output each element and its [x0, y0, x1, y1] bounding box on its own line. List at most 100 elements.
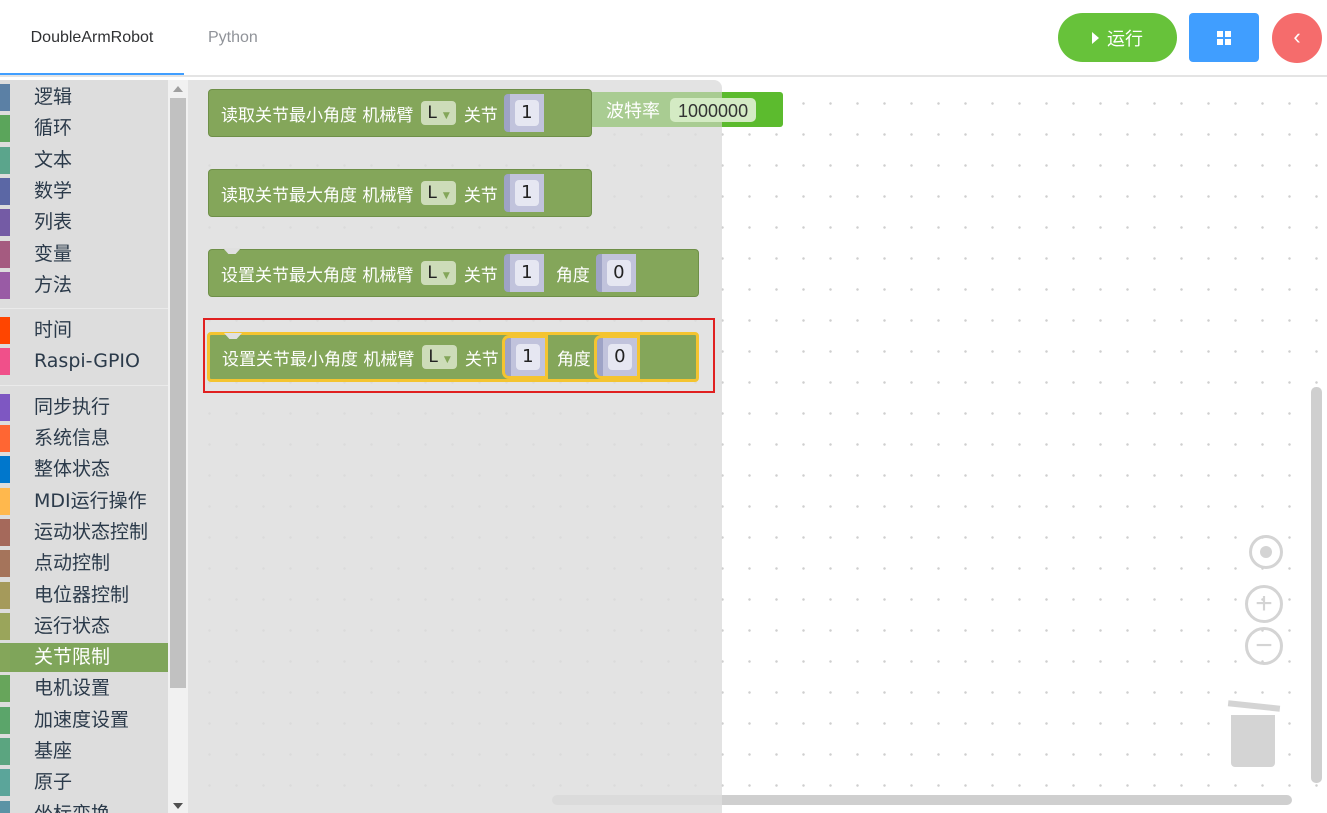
arm-dropdown[interactable]: L▼	[421, 101, 456, 125]
block-title: 设置关节最大角度 机械臂	[221, 265, 414, 286]
category-label: 基座	[34, 740, 73, 762]
category-label: 原子	[34, 771, 73, 794]
chevron-left-icon: ‹	[1293, 24, 1301, 49]
category-item[interactable]: 列表	[0, 208, 168, 237]
angle-label: 角度	[556, 349, 591, 370]
grid-icon	[1217, 30, 1231, 45]
category-item[interactable]: 基座	[0, 737, 168, 766]
recenter-button[interactable]	[1249, 535, 1283, 569]
block-read-joint-max-angle[interactable]: 读取关节最大角度 机械臂 L▼ 关节 1	[208, 169, 592, 217]
run-button[interactable]: 运行	[1058, 13, 1177, 62]
category-item[interactable]: 关节限制	[0, 643, 168, 673]
category-label: 加速度设置	[34, 708, 130, 731]
block-title: 读取关节最小角度 机械臂	[221, 105, 414, 126]
category-color-swatch	[0, 271, 10, 299]
category-color-swatch	[0, 550, 10, 578]
tab-python[interactable]: Python	[208, 29, 258, 46]
toolbox-category-list: 逻辑循环文本数学列表变量方法时间 Raspi-GPIO 同步执行系统信息整体状态 MD…	[0, 80, 168, 813]
category-color-swatch	[0, 425, 10, 452]
category-label: 文本	[34, 148, 73, 171]
category-item[interactable]: 电机设置	[0, 674, 168, 703]
category-item[interactable]: 坐标变换	[0, 800, 168, 813]
block-read-joint-min-angle[interactable]: 读取关节最小角度 机械臂 L▼ 关节 1	[208, 89, 592, 137]
category-color-swatch	[0, 177, 10, 205]
category-item[interactable]: 循环	[0, 114, 168, 143]
block-title: 设置关节最小角度 机械臂	[222, 349, 415, 370]
joint-input[interactable]: 1	[503, 254, 544, 292]
category-label: 同步执行	[34, 395, 111, 418]
toolbox-scrollbar[interactable]	[168, 80, 188, 813]
scroll-down-icon[interactable]	[173, 803, 183, 809]
block-set-joint-max-angle[interactable]: 设置关节最大角度 机械臂 L▼ 关节 1 角度 0	[208, 248, 699, 297]
category-item[interactable]: 运行状态	[0, 612, 168, 641]
play-icon	[1092, 31, 1099, 44]
scroll-up-icon[interactable]	[173, 86, 183, 92]
category-item[interactable]: 运动状态控制	[0, 518, 168, 547]
workspace-vertical-scrollbar[interactable]	[1311, 387, 1322, 783]
category-item[interactable]: 加速度设置	[0, 706, 168, 735]
angle-label: 角度	[555, 265, 590, 286]
arm-dropdown[interactable]: L▼	[422, 345, 457, 369]
baudrate-dropdown[interactable]: 1000000	[670, 97, 757, 122]
category-item[interactable]: 电位器控制	[0, 581, 168, 610]
category-label: 数学	[34, 179, 73, 202]
category-item[interactable]: 系统信息	[0, 424, 168, 453]
category-item[interactable]: 逻辑	[0, 83, 168, 112]
joint-input[interactable]: 1	[503, 94, 544, 132]
block-title: 读取关节最大角度 机械臂	[221, 185, 414, 206]
category-item[interactable]: 原子	[0, 768, 168, 797]
toolbox-scroll-thumb[interactable]	[170, 98, 186, 688]
joint-label: 关节	[463, 105, 498, 126]
category-item[interactable]: MDI运行操作	[0, 487, 168, 516]
category-color-swatch	[0, 675, 10, 703]
angle-input[interactable]: 0	[593, 335, 640, 379]
trash-icon[interactable]	[1227, 700, 1281, 767]
tab-doublearmrobot[interactable]: DoubleArmRobot	[0, 0, 184, 75]
category-label: 方法	[34, 273, 73, 296]
category-label: 时间	[34, 319, 73, 342]
category-item[interactable]: 点动控制	[0, 549, 168, 578]
category-item[interactable]: Raspi-GPIO	[0, 347, 168, 376]
block-set-joint-min-angle[interactable]: 设置关节最小角度 机械臂 L▼ 关节 1 角度 0	[207, 332, 699, 382]
category-color-swatch	[0, 644, 10, 672]
baudrate-label: 波特率	[606, 100, 660, 121]
category-item[interactable]: 数学	[0, 177, 168, 206]
arm-dropdown[interactable]: L▼	[421, 181, 456, 205]
category-item[interactable]: 时间	[0, 316, 168, 345]
zoom-out-button[interactable]: −	[1245, 627, 1283, 665]
selection-highlight-box	[203, 318, 715, 393]
category-item[interactable]: 变量	[0, 240, 168, 269]
workspace-block-baudrate[interactable]: 波特率 1000000	[590, 92, 783, 127]
category-label: 关节限制	[34, 646, 111, 669]
category-item[interactable]: 文本	[0, 146, 168, 175]
category-item[interactable]: 同步执行	[0, 393, 168, 422]
category-color-swatch	[0, 769, 10, 797]
category-label: 变量	[34, 242, 73, 265]
category-label: 列表	[34, 211, 73, 234]
category-color-swatch	[0, 612, 10, 640]
category-color-swatch	[0, 317, 10, 345]
zoom-in-button[interactable]: +	[1245, 585, 1283, 623]
back-button[interactable]: ‹	[1272, 13, 1322, 63]
joint-input[interactable]: 1	[501, 335, 548, 379]
category-color-swatch	[0, 209, 10, 237]
category-label: 电位器控制	[34, 583, 130, 606]
workspace-horizontal-scrollbar[interactable]	[552, 795, 1292, 805]
category-item[interactable]: 整体状态	[0, 455, 168, 484]
category-separator	[0, 308, 168, 310]
category-color-swatch	[0, 348, 10, 376]
block-notch	[224, 333, 242, 339]
joint-label: 关节	[463, 185, 498, 206]
category-label: MDI运行操作	[34, 489, 147, 512]
category-color-swatch	[0, 800, 10, 813]
category-item[interactable]: 方法	[0, 271, 168, 300]
category-color-swatch	[0, 146, 10, 174]
toolbox-button[interactable]	[1189, 13, 1259, 62]
category-label: 系统信息	[34, 427, 111, 449]
joint-label: 关节	[464, 349, 499, 370]
joint-input[interactable]: 1	[503, 174, 544, 212]
category-color-swatch	[0, 518, 10, 546]
arm-dropdown[interactable]: L▼	[421, 261, 456, 285]
category-label: 运行状态	[34, 614, 111, 637]
angle-input[interactable]: 0	[595, 254, 636, 292]
